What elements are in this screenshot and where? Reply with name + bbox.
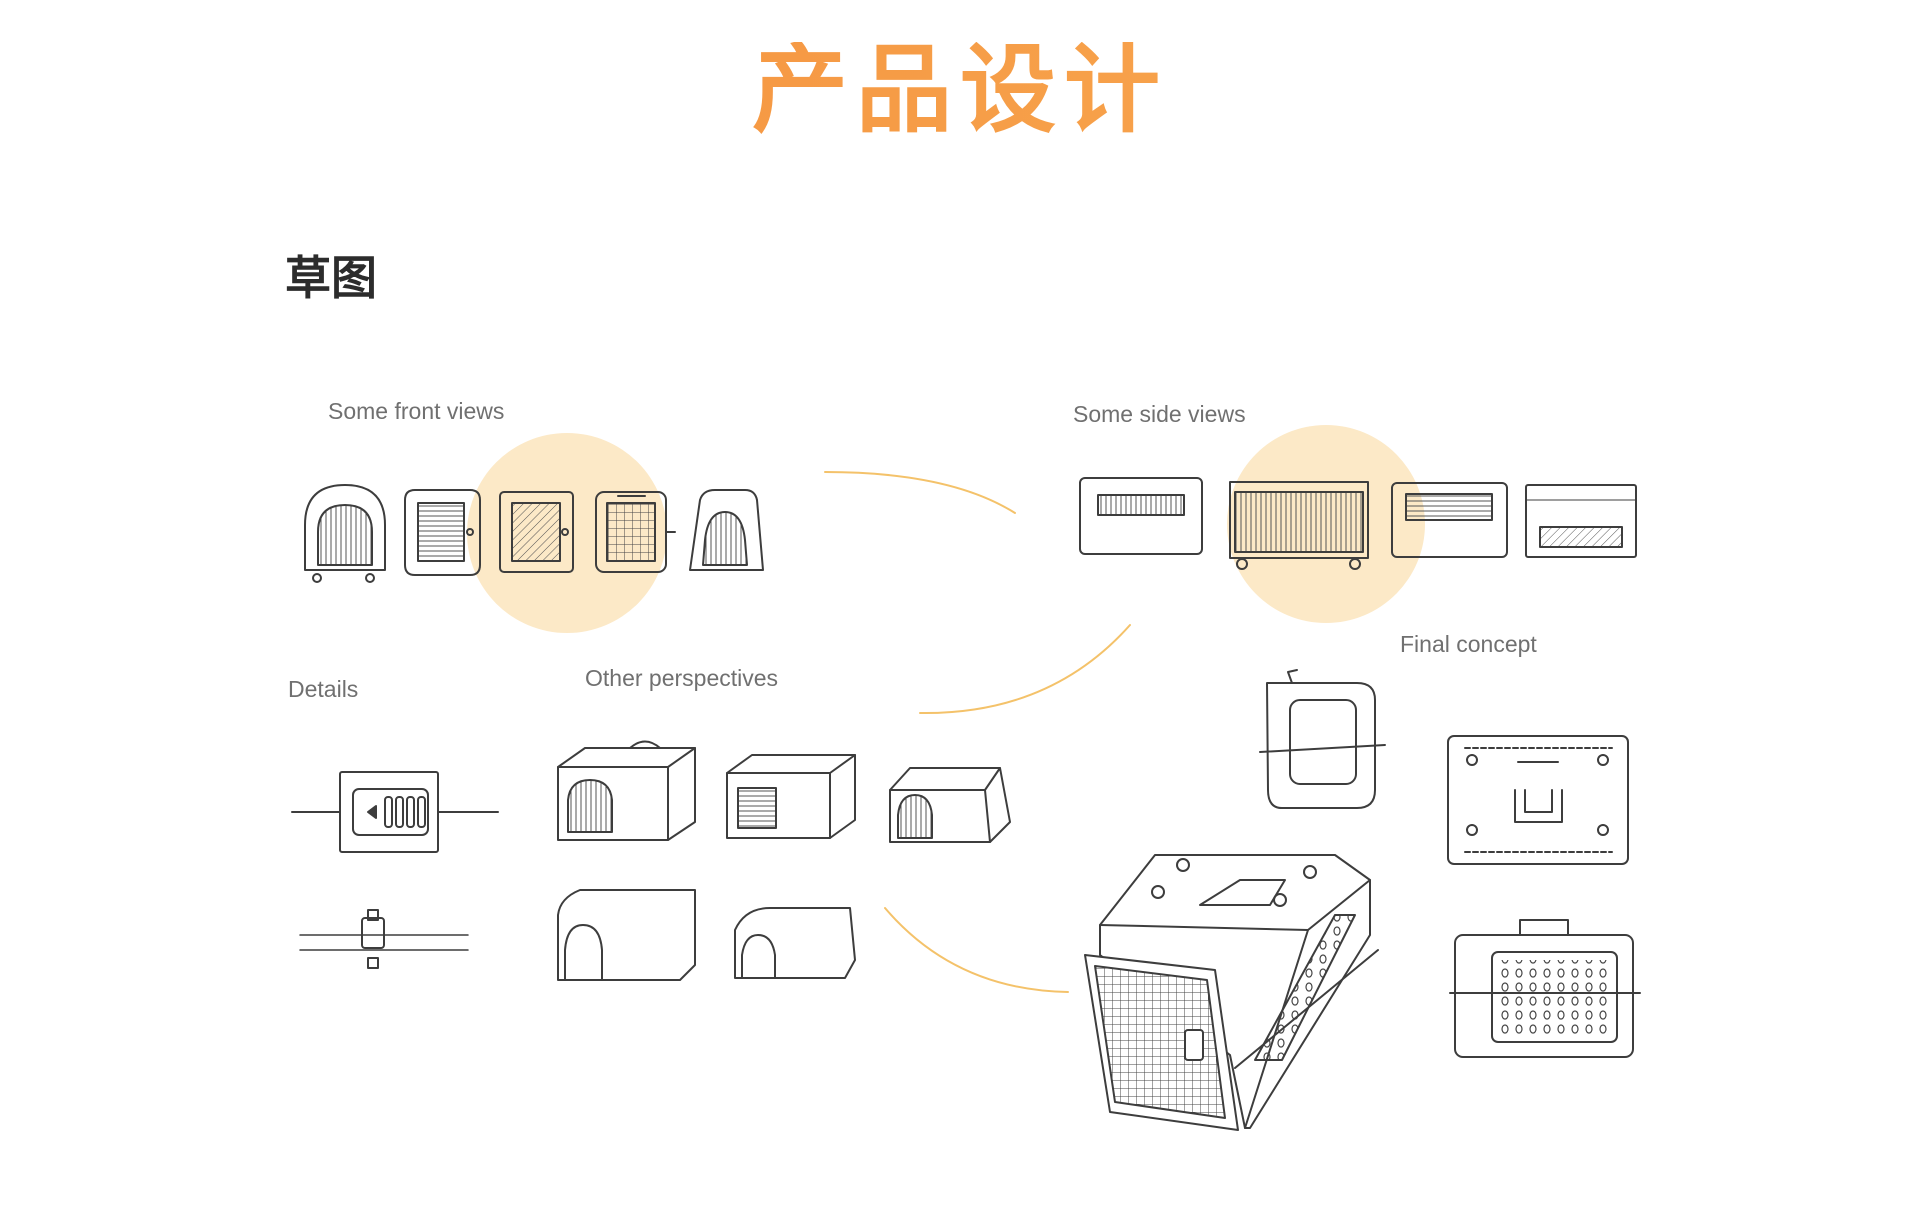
label-details: Details xyxy=(288,676,359,702)
front-view-sketch-4 xyxy=(595,491,676,573)
perspective-sketch-1 xyxy=(557,740,696,841)
front-view-sketch-2 xyxy=(404,489,481,576)
front-view-sketch-3 xyxy=(499,491,574,573)
label-final-concept: Final concept xyxy=(1400,631,1537,657)
perspective-sketch-3 xyxy=(889,767,1011,843)
connector-side-to-perspectives xyxy=(919,624,1131,715)
final-concept-top-view xyxy=(1447,735,1629,865)
label-side-views: Some side views xyxy=(1073,401,1246,427)
front-view-sketch-5 xyxy=(689,489,764,571)
perspective-sketch-2 xyxy=(726,754,856,839)
final-concept-side-view xyxy=(1449,919,1641,1058)
final-concept-main-perspective xyxy=(1084,854,1379,1131)
detail-sketch-latch xyxy=(291,771,499,853)
side-view-sketch-2 xyxy=(1229,481,1369,570)
perspective-sketch-5 xyxy=(734,907,856,979)
side-view-sketch-3 xyxy=(1391,482,1508,558)
label-front-views: Some front views xyxy=(328,398,505,424)
page-title: 产品设计 xyxy=(0,42,1920,138)
connector-front-to-side xyxy=(824,471,1016,514)
detail-sketch-clip xyxy=(299,909,469,969)
side-view-sketch-1 xyxy=(1079,477,1203,555)
side-view-sketch-4 xyxy=(1525,484,1637,558)
label-other-perspectives: Other perspectives xyxy=(585,665,779,691)
connector-perspectives-to-final xyxy=(884,907,1069,993)
perspective-sketch-4 xyxy=(557,889,696,981)
final-concept-front-view xyxy=(1259,669,1386,809)
front-view-sketch-1 xyxy=(304,484,386,583)
section-title: 草图 xyxy=(285,251,377,305)
